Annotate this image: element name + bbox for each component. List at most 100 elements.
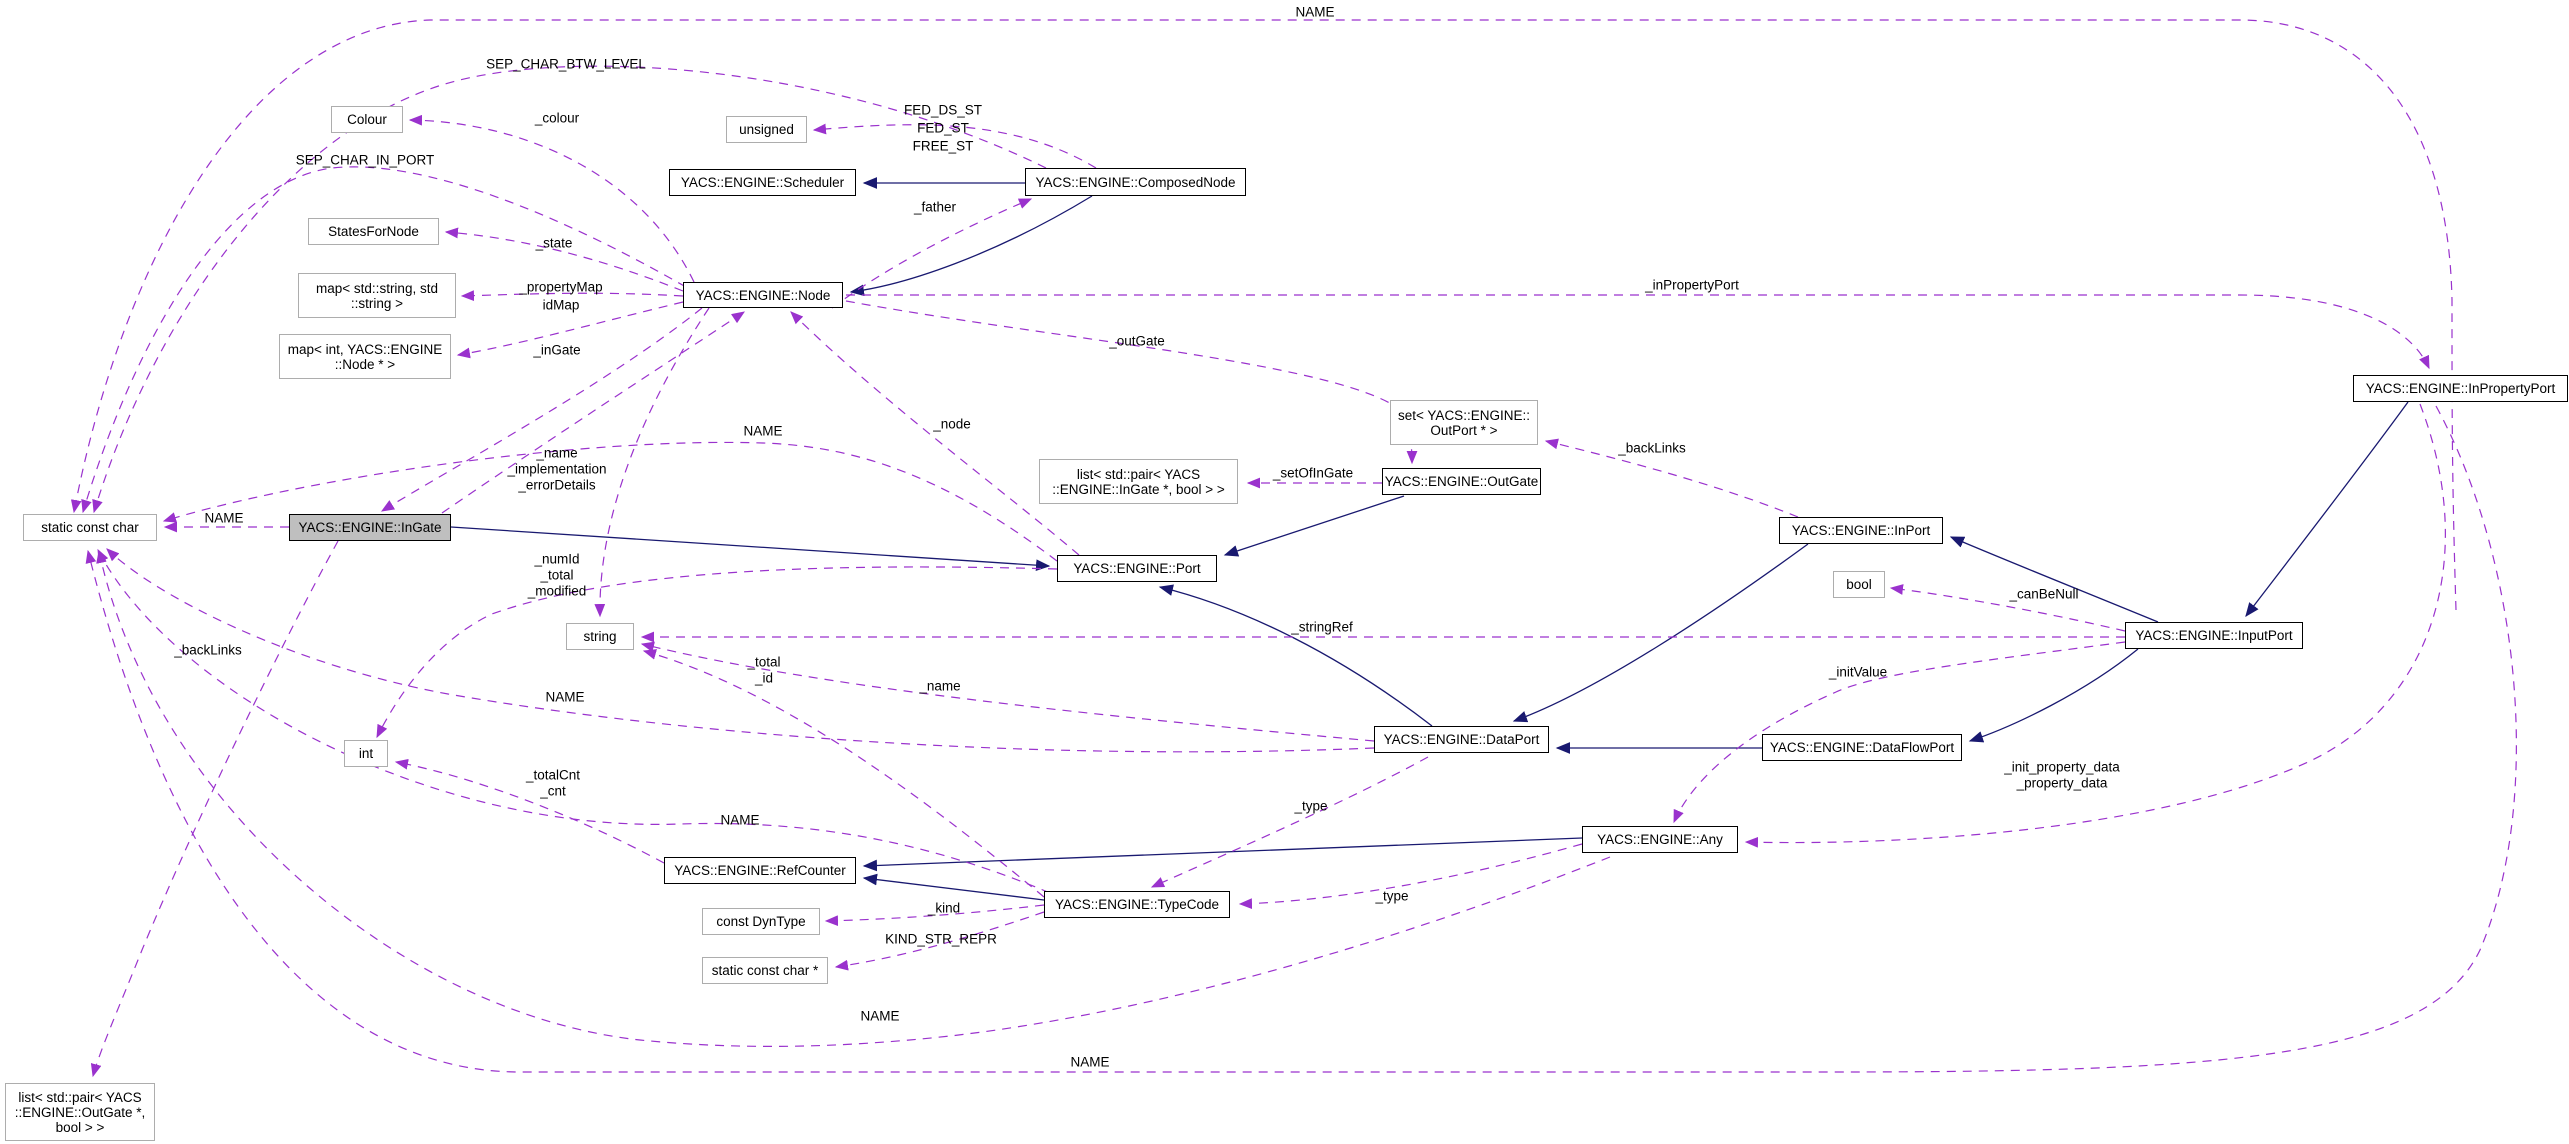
- edge-label-fed-ds-st: FED_DS_ST: [903, 102, 983, 118]
- edge-ingate-port: [450, 526, 1051, 571]
- type-box-static-const-char[interactable]: static const char: [23, 514, 157, 541]
- edge-dataport-string: [640, 641, 1375, 742]
- edge-composednode-node: [849, 195, 1093, 297]
- class-box-dataport[interactable]: YACS::ENGINE::DataPort: [1374, 726, 1549, 753]
- edge-typecode-string: [642, 649, 1045, 898]
- edge-label-kind: _kind: [927, 900, 961, 916]
- class-box-dataflowport[interactable]: YACS::ENGINE::DataFlowPort: [1762, 734, 1962, 761]
- edge-node-ingate: [380, 307, 703, 512]
- type-box-list-outgate-line1: list< std::pair< YACS: [18, 1089, 142, 1105]
- edge-label-implementation: _implementation: [507, 461, 607, 477]
- class-box-outgate[interactable]: YACS::ENGINE::OutGate: [1382, 468, 1541, 495]
- edge-label-name-bottom1: NAME: [860, 1008, 900, 1024]
- type-box-list-ingate-line2: ::ENGINE::InGate *, bool > >: [1052, 481, 1225, 497]
- type-box-unsigned[interactable]: unsigned: [726, 116, 807, 143]
- edge-label-fed-st: FED_ST: [917, 120, 969, 136]
- class-box-any-label: YACS::ENGINE::Any: [1597, 832, 1723, 847]
- edge-label-type-typecode: _type: [1375, 888, 1409, 904]
- type-box-statesfornode-label: StatesForNode: [328, 224, 419, 239]
- edge-node-mapstring: [460, 290, 684, 302]
- class-box-composednode-label: YACS::ENGINE::ComposedNode: [1035, 174, 1236, 190]
- type-box-const-dyntype[interactable]: const DynType: [702, 908, 820, 935]
- edge-label-errordetails: _errorDetails: [518, 477, 596, 493]
- edge-node-outgate: [845, 300, 1418, 465]
- class-box-inport-label: YACS::ENGINE::InPort: [1791, 523, 1931, 538]
- type-box-static-const-char-ptr[interactable]: static const char *: [702, 957, 828, 984]
- class-box-inpropertyport[interactable]: YACS::ENGINE::InPropertyPort: [2353, 375, 2568, 402]
- class-box-port[interactable]: YACS::ENGINE::Port: [1057, 555, 1217, 582]
- edge-ingate-backlinks: [90, 540, 339, 1078]
- edge-label-property-data: _property_data: [2016, 775, 2108, 791]
- edge-any-name-scc: [96, 549, 1611, 1047]
- edge-label-name-port: NAME: [743, 423, 783, 439]
- class-box-refcounter[interactable]: YACS::ENGINE::RefCounter: [664, 857, 856, 884]
- edge-label-setofingate: _setOfInGate: [1272, 465, 1354, 481]
- edge-label-colour: _colour: [534, 110, 580, 126]
- edge-inport-backlinks: [1544, 438, 1799, 518]
- type-box-list-outgate-pair[interactable]: list< std::pair< YACS ::ENGINE::OutGate …: [5, 1083, 155, 1141]
- edge-node-statesfornode: [444, 227, 684, 292]
- edge-sep-char-btw-level: [92, 65, 1047, 514]
- type-box-map-string-line2: ::string >: [350, 295, 404, 311]
- class-box-dataport-label: YACS::ENGINE::DataPort: [1383, 732, 1540, 747]
- edge-label-name-string: NAME: [545, 689, 585, 705]
- edge-label-sep-char-in-port: SEP_CHAR_IN_PORT: [295, 152, 435, 168]
- edge-label-initvalue: _initValue: [1828, 664, 1888, 680]
- class-box-composednode[interactable]: YACS::ENGINE::ComposedNode: [1025, 168, 1246, 196]
- type-box-string[interactable]: string: [566, 623, 634, 650]
- edge-label-name-bottom2: NAME: [1070, 1054, 1110, 1070]
- edge-label-name-top: NAME: [1295, 4, 1335, 20]
- edge-label-modified: _modified: [527, 583, 587, 599]
- edge-label-backlinks-left: _backLinks: [174, 642, 242, 658]
- edge-typecode-refcounter: [862, 873, 1045, 901]
- edge-label-ingate: _inGate: [533, 342, 581, 358]
- class-box-inputport[interactable]: YACS::ENGINE::InputPort: [2125, 622, 2303, 649]
- edge-label-node: _node: [933, 416, 971, 432]
- class-box-ingate-label: YACS::ENGINE::InGate: [298, 520, 442, 535]
- edge-label-stringref: _stringRef: [1291, 619, 1353, 635]
- type-box-map-string-line1: map< std::string, std: [316, 280, 438, 296]
- edge-label-propertymap: _propertyMap: [519, 279, 603, 295]
- class-box-ingate-current[interactable]: YACS::ENGINE::InGate: [289, 514, 451, 541]
- type-box-colour[interactable]: Colour: [331, 106, 403, 133]
- edge-name-bottom: [85, 405, 2517, 1073]
- type-box-bool-label: bool: [1846, 577, 1872, 592]
- edge-node-string: [594, 307, 710, 618]
- type-box-statesfornode[interactable]: StatesForNode: [308, 218, 439, 245]
- edge-label-total: _total: [540, 567, 574, 583]
- type-box-string-label: string: [583, 629, 617, 644]
- type-box-map-int-node-line2: ::Node * >: [334, 356, 396, 372]
- edge-label-cnt: _cnt: [540, 783, 566, 799]
- edge-label-name-dataport: _name: [919, 678, 961, 694]
- edge-refcounter-name-scc: [97, 548, 1051, 894]
- class-box-any[interactable]: YACS::ENGINE::Any: [1582, 826, 1738, 853]
- type-box-int[interactable]: int: [344, 740, 388, 767]
- type-box-unsigned-label: unsigned: [739, 122, 794, 137]
- edge-inpropertyport-inputport: [2245, 401, 2409, 618]
- edge-ingate-node: [441, 311, 745, 514]
- edge-label-name-refcounter: NAME: [720, 812, 760, 828]
- class-box-inport[interactable]: YACS::ENGINE::InPort: [1779, 517, 1943, 544]
- type-box-bool[interactable]: bool: [1833, 571, 1885, 598]
- type-box-map-int-node[interactable]: map< int, YACS::ENGINE ::Node * >: [279, 334, 451, 379]
- class-box-node[interactable]: YACS::ENGINE::Node: [683, 282, 843, 308]
- class-box-scheduler-label: YACS::ENGINE::Scheduler: [680, 175, 845, 190]
- edge-label-father: _father: [913, 199, 957, 215]
- class-box-scheduler[interactable]: YACS::ENGINE::Scheduler: [669, 169, 856, 196]
- edge-label-backlinks-right: _backLinks: [1618, 440, 1686, 456]
- type-box-map-string[interactable]: map< std::string, std ::string >: [298, 273, 456, 318]
- edge-label-id: _id: [754, 670, 774, 686]
- edge-port-int: [376, 566, 1058, 739]
- edge-label-totalcnt: _totalCnt: [525, 767, 581, 783]
- edge-any-typecode: [1238, 843, 1583, 910]
- type-box-list-ingate-pair[interactable]: list< std::pair< YACS ::ENGINE::InGate *…: [1039, 459, 1238, 504]
- type-box-set-outport[interactable]: set< YACS::ENGINE:: OutPort * >: [1390, 400, 1538, 445]
- type-box-list-ingate-line1: list< std::pair< YACS: [1076, 466, 1201, 482]
- edge-name-top: [70, 19, 2457, 611]
- class-box-typecode[interactable]: YACS::ENGINE::TypeCode: [1044, 891, 1230, 918]
- class-box-inpropertyport-label: YACS::ENGINE::InPropertyPort: [2365, 381, 2556, 396]
- edge-typecode-sccp: [834, 911, 1045, 971]
- edge-inputport-inport: [1949, 536, 2159, 623]
- edge-any-refcounter: [862, 837, 1583, 872]
